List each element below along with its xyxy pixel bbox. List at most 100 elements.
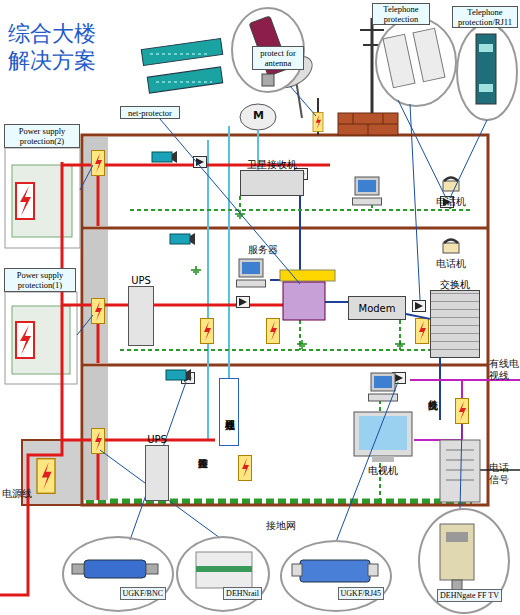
building-wall (82, 364, 488, 367)
leader-line (77, 86, 487, 542)
antenna-mast (318, 18, 384, 135)
callout-label: Power supply protection(2) (4, 124, 80, 148)
net-protector-device (141, 39, 222, 94)
antenna-callout-circle (262, 74, 274, 86)
telecom-cabinet (446, 450, 474, 480)
ground-line (239, 196, 241, 210)
building-wall (82, 227, 488, 230)
surge-protector (201, 319, 214, 344)
hub-device (280, 270, 335, 281)
telephone (443, 178, 459, 254)
power-line (0, 162, 62, 595)
node-text: 交换机 (440, 279, 470, 291)
computer (353, 177, 382, 205)
leader-line (398, 100, 446, 198)
telephone-callout-circle (376, 18, 456, 106)
product-gate (440, 524, 474, 580)
camera (152, 151, 195, 381)
microwave-dish (240, 104, 276, 130)
node-text: Telephone protection/RJ11 (454, 7, 516, 27)
surge-protector (92, 151, 105, 176)
product-rail (196, 566, 252, 572)
ground-line (120, 349, 470, 351)
data-line (325, 301, 348, 303)
tv-box: 电视机 (352, 410, 414, 464)
hub-device (283, 282, 325, 320)
telephone-callout-circle (413, 28, 445, 81)
node-text: UGKF/BNC (120, 587, 166, 600)
roof-chimney (338, 113, 398, 135)
power-protector-box (16, 183, 34, 219)
leader-line (77, 315, 93, 335)
node-text: Modem (359, 303, 396, 314)
data-line (299, 196, 301, 270)
node-text: UPS (147, 434, 167, 446)
callout-label: Power supply protection(1) (4, 268, 76, 292)
leader-line (130, 382, 186, 540)
signal-protector (413, 301, 426, 312)
plain-label: 电话机 (436, 258, 466, 270)
ups-box: UPS (145, 445, 169, 501)
node-text: net-protector (128, 108, 172, 118)
wall-pillar (84, 230, 108, 363)
surge-protector (313, 112, 323, 131)
product-bnc (72, 560, 158, 578)
switch-box: 交换机 (430, 290, 480, 358)
callout-label: protect for antenna (252, 46, 304, 70)
surge-protector (92, 429, 105, 454)
power-protector-box (5, 148, 80, 248)
node-text: Power supply protection(2) (6, 126, 78, 146)
telephone-callout-circle (376, 18, 456, 106)
signal-protector (182, 157, 454, 384)
product-rj45 (292, 564, 302, 576)
roof-chimney (338, 113, 398, 135)
rj11-callout-circle (479, 44, 493, 52)
product-gate (440, 524, 474, 594)
power-protector-box (16, 322, 34, 358)
surge-protector (92, 299, 105, 324)
product-callout: DEHNgate FF TV (418, 508, 510, 614)
telephone-callout-circle (383, 34, 415, 87)
product-callout: UGKF/BNC (62, 536, 174, 612)
surge-protector (37, 112, 469, 493)
node-text: DEHNrail (223, 587, 262, 600)
leader-line (460, 424, 462, 510)
surge-protector (37, 459, 55, 494)
plain-label: 电话机 (436, 196, 466, 208)
product-rj45 (300, 560, 370, 582)
power-line (62, 439, 215, 442)
net-protector-device (141, 39, 222, 66)
leader-line (450, 120, 487, 198)
surge-protector (239, 456, 252, 481)
callout-label: Telephone protection/RJ11 (452, 6, 518, 28)
plain-label: 服务器 (248, 244, 278, 256)
plain-label: 接地网 (266, 520, 296, 532)
hub-device (280, 270, 335, 320)
leader-line (336, 382, 398, 542)
antenna-callout-circle (232, 8, 304, 92)
rj11-callout-circle (457, 24, 517, 120)
node-text: Telephone protection (374, 4, 428, 24)
camera (166, 369, 191, 381)
product-callout: UGKF/RJ45 (280, 540, 392, 612)
node-text: UPS (131, 275, 151, 287)
power-protector-box (5, 148, 80, 384)
tv-set (354, 412, 412, 456)
roof-chimney (338, 113, 398, 135)
plain-label: 有线电视线 (489, 358, 519, 382)
leader-line (80, 165, 93, 190)
product-bnc (72, 564, 84, 574)
video-cable (207, 140, 209, 440)
computer (237, 259, 266, 287)
plain-label: M (253, 110, 264, 122)
node-text: Power supply protection(1) (6, 270, 74, 290)
product-bnc (146, 564, 158, 574)
rj11-callout-circle (457, 24, 517, 120)
power-protector-box (20, 186, 31, 216)
wall-pillar (84, 137, 108, 500)
power-line (0, 162, 330, 595)
node-text: UGKF/RJ45 (338, 587, 384, 600)
product-callout: DEHNrail (176, 536, 270, 612)
